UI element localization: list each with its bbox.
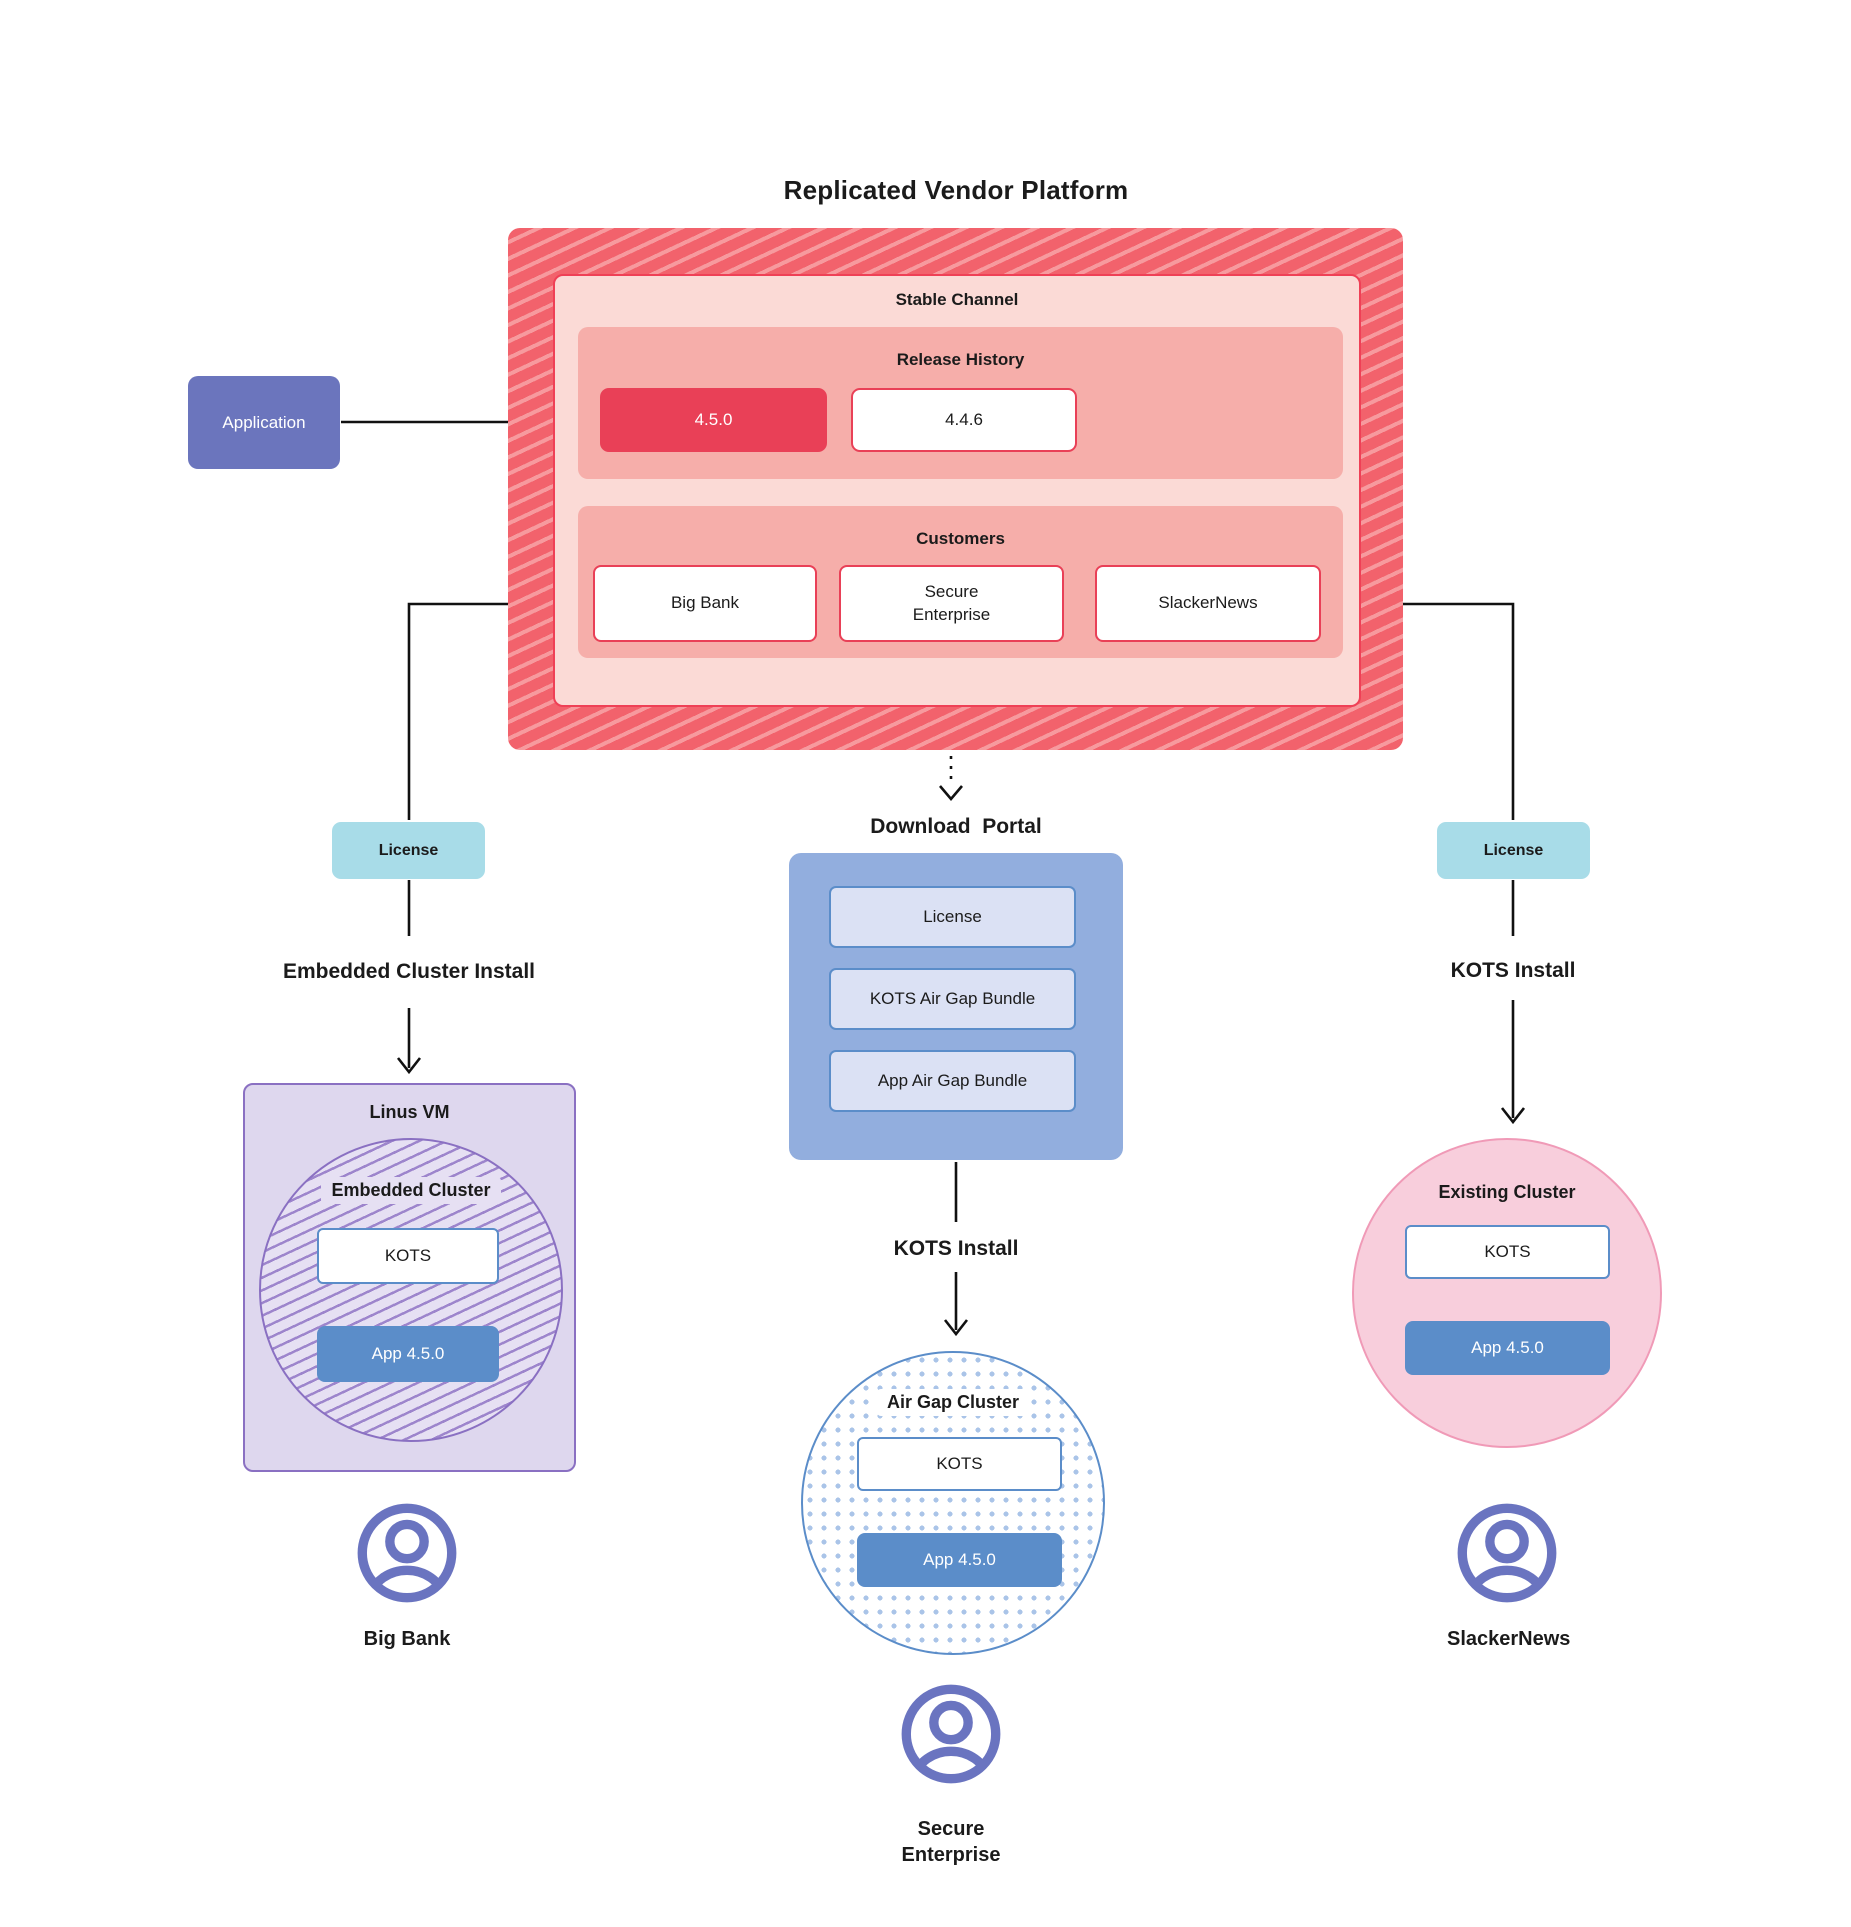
air-gap-cluster-title-text: Air Gap Cluster (876, 1388, 1030, 1416)
middle-app-box: App 4.5.0 (857, 1533, 1062, 1587)
existing-cluster-title-text: Existing Cluster (1438, 1181, 1576, 1202)
middle-kots-box: KOTS (857, 1437, 1062, 1491)
portal-item-label: App Air Gap Bundle (877, 1071, 1028, 1090)
app-label: App 4.5.0 (371, 1344, 445, 1363)
customer-label: SlackerNews (1158, 593, 1258, 613)
right-kots-box: KOTS (1405, 1225, 1610, 1279)
user-name: SlackerNews (1447, 1628, 1571, 1650)
release-history-label: Release History (896, 350, 1025, 369)
middle-install-label: KOTS Install (893, 1237, 1019, 1261)
right-install-label: KOTS Install (1450, 959, 1576, 983)
customer-label: Big Bank (670, 593, 740, 613)
portal-item-label: KOTS Air Gap Bundle (869, 989, 1036, 1008)
left-app-box: App 4.5.0 (317, 1326, 499, 1382)
embedded-cluster-title: Embedded Cluster (259, 1176, 563, 1204)
customer-secure-enterprise: Secure Enterprise (839, 565, 1064, 642)
license-label: License (1483, 841, 1544, 859)
user-name: Big Bank (363, 1628, 451, 1650)
kots-label: KOTS (1484, 1242, 1531, 1261)
application-label: Application (222, 412, 306, 432)
app-label: App 4.5.0 (1471, 1338, 1544, 1357)
page-title: Replicated Vendor Platform (783, 174, 1129, 205)
customer-big-bank: Big Bank (593, 565, 817, 642)
middle-user-label: Secure Enterprise (851, 1812, 1051, 1872)
right-app-box: App 4.5.0 (1405, 1321, 1610, 1375)
embedded-cluster-title-text: Embedded Cluster (321, 1176, 501, 1204)
user-icon (1457, 1503, 1557, 1603)
portal-item-label: License (923, 907, 982, 926)
kots-label: KOTS (936, 1454, 983, 1473)
air-gap-cluster-title: Air Gap Cluster (801, 1388, 1105, 1416)
portal-item-app-bundle: App Air Gap Bundle (829, 1050, 1076, 1112)
left-kots-box: KOTS (317, 1228, 499, 1284)
application-box: Application (188, 376, 340, 469)
download-portal-title: Download Portal (870, 815, 1042, 839)
left-user-label: Big Bank (307, 1624, 507, 1654)
existing-cluster-title: Existing Cluster (1352, 1178, 1662, 1206)
portal-item-license: License (829, 886, 1076, 948)
release-version: 4.4.6 (945, 410, 983, 429)
customers-label: Customers (916, 529, 1005, 548)
kots-label: KOTS (384, 1246, 432, 1265)
user-icon (901, 1684, 1001, 1784)
user-name: Secure Enterprise (901, 1818, 1001, 1866)
app-label: App 4.5.0 (923, 1550, 996, 1569)
left-license-badge: License (332, 822, 485, 879)
release-box-previous: 4.4.6 (851, 388, 1077, 452)
portal-item-kots-bundle: KOTS Air Gap Bundle (829, 968, 1076, 1030)
license-label: License (378, 841, 439, 859)
release-box-current: 4.5.0 (600, 388, 827, 452)
customer-label: Secure Enterprise (912, 581, 991, 624)
user-icon (357, 1503, 457, 1603)
right-license-badge: License (1437, 822, 1590, 879)
right-user-label: SlackerNews (1407, 1624, 1607, 1654)
release-version: 4.5.0 (694, 410, 733, 429)
linus-vm-title: Linus VM (369, 1101, 450, 1122)
customer-slackernews: SlackerNews (1095, 565, 1321, 642)
left-install-label: Embedded Cluster Install (282, 960, 536, 984)
stable-channel-label: Stable Channel (895, 290, 1019, 309)
existing-cluster-circle (1352, 1138, 1662, 1448)
